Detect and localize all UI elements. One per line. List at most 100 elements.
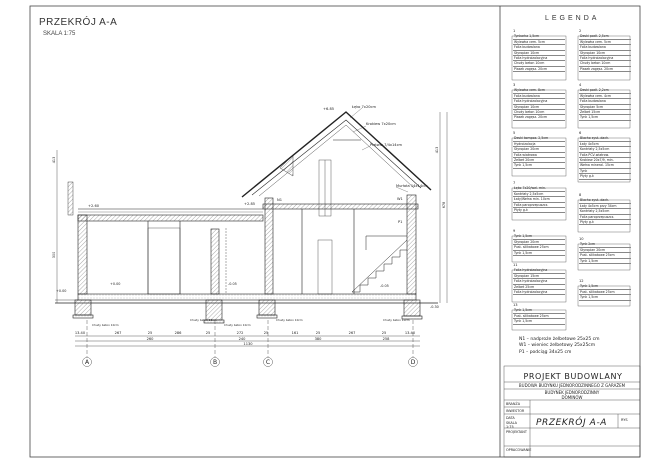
legend-item-line: Folia budowlana: [579, 99, 631, 105]
project-title: PROJEKT BUDOWLANY: [523, 372, 623, 381]
legend-item-number: 10: [579, 237, 584, 241]
legend-item-number: 7: [513, 181, 516, 185]
note: N1 – nadproże żelbetowe 25x25 cm: [519, 337, 600, 342]
legend-item-line: Deski kompoz. 2,5cm: [513, 136, 565, 142]
label-skala: SKALA: [506, 421, 517, 425]
svg-text:13.40: 13.40: [405, 331, 416, 335]
svg-text:Krokiew 7x20cm: Krokiew 7x20cm: [366, 122, 396, 126]
legend-item-line: Styropian 5cm: [579, 105, 631, 111]
svg-text:260: 260: [147, 337, 155, 341]
level-labels: +0.00 +0.00 -0.05 -0.05 -0.30: [56, 282, 439, 309]
legend-item-line: Blacho syst.-dach.: [579, 198, 631, 204]
label-branza: BRANŻA: [506, 402, 521, 406]
scale-value: 1:75: [506, 425, 514, 429]
svg-text:Chudy beton 10cm: Chudy beton 10cm: [190, 318, 217, 322]
svg-text:678: 678: [442, 202, 446, 208]
axis-labels: A B C D: [85, 359, 416, 366]
legend-item-line: Łaty/Wełna min. 10cm: [513, 197, 565, 203]
legend-item-line: Deski podł. 2,2cm: [579, 88, 631, 94]
legend-item-number: 5: [513, 131, 516, 135]
svg-text:+6.85: +6.85: [323, 107, 334, 111]
legend-item-line: Płyty g-k: [579, 174, 631, 180]
attic-floor-slab: [262, 203, 419, 210]
legend-item-line: Łaty 4x5cm: [579, 142, 631, 148]
note: P1 – podciąg 34x25 cm: [519, 349, 572, 355]
legend-item-line: Tynk 1,5cm: [513, 319, 565, 325]
legend-item-number: 4: [579, 83, 582, 87]
axis-label: B: [213, 359, 217, 366]
svg-text:13.40: 13.40: [75, 331, 86, 335]
legend-item-line: Tynk 1,5cm: [513, 251, 565, 257]
openings: [147, 159, 333, 295]
legend-item-line: Wełna mineral. 15cm: [579, 163, 631, 169]
legend-item-line: Żelbet 20cm: [513, 158, 565, 164]
legend-item-line: Piasek zagęsz. 20cm: [513, 67, 565, 73]
svg-text:-0.30: -0.30: [430, 305, 439, 309]
legend-item-line: Wylewka cem. 4cm: [579, 94, 631, 100]
svg-text:300: 300: [52, 252, 56, 258]
legend-item-line: Tynk 1,5cm: [579, 115, 631, 121]
svg-text:W1: W1: [397, 197, 403, 201]
svg-text:25: 25: [148, 331, 153, 335]
legend-item-line: Pust. silikatowe 25cm: [579, 290, 631, 296]
legend-item-line: Folia paroprzepuszcz.: [579, 215, 631, 221]
dimension-lines: [56, 112, 448, 347]
legend-item-line: Tynk 2cm: [579, 242, 631, 248]
svg-text:Chudy beton 10cm: Chudy beton 10cm: [276, 318, 303, 322]
legend-item-line: Żelbet 15cm: [579, 110, 631, 116]
svg-text:25: 25: [264, 331, 269, 335]
axis-label: D: [411, 359, 416, 366]
legend-item-line: Kontrłaty 2,5x5cm: [513, 192, 565, 198]
legend-item-line: Styropian 15cm: [513, 274, 565, 280]
dimension-texts: 13.40 267 25 286 25 272 25 161 25 267 25…: [75, 331, 416, 346]
svg-text:272: 272: [237, 331, 244, 335]
title-block: [503, 365, 641, 458]
legend-boxes: [511, 35, 631, 331]
legend-item-line: Folia paroprzepuszcz.: [513, 203, 565, 209]
legend-item-line: Styropian 20cm: [579, 248, 631, 254]
note: W1 – wieniec żelbetowy 25x25cm: [519, 343, 596, 349]
svg-text:Chudy beton 10cm: Chudy beton 10cm: [383, 318, 410, 322]
legend-item-line: Styropian 10cm: [513, 51, 565, 57]
svg-text:413: 413: [435, 147, 439, 153]
legend-item-line: Tynk 1,5cm: [579, 259, 631, 265]
legend-item-line: Łęko 7x20/wel. min.: [513, 186, 565, 192]
legend-item-line: Styropian 20cm: [513, 147, 565, 153]
legend-item-line: Krokiew 20x7/9, min.: [579, 158, 631, 164]
drawing-title: PRZEKRÓJ A-A: [536, 418, 608, 428]
svg-text:-0.05: -0.05: [228, 282, 237, 286]
legend-item-number: 2: [579, 29, 582, 33]
legend-item-line: Tynk 1,5cm: [579, 295, 631, 301]
legend-item-line: Folia hydroizolacyjna: [579, 56, 631, 62]
svg-text:240: 240: [239, 337, 247, 341]
legend-item-number: 8: [579, 193, 582, 197]
legend-item-line: Folia hydroizolacyjna: [513, 279, 565, 285]
legend-item-line: Folia budowlana: [579, 45, 631, 51]
legend-item-line: Łaty 4x5cm przy 34cm: [579, 204, 631, 210]
svg-text:-0.05: -0.05: [380, 284, 389, 288]
legend-item-line: Folia hydroizolacyjna: [513, 268, 565, 274]
legend-item-number: 11: [513, 263, 518, 267]
foundation-labels: Chudy beton 10cm Chudy beton 10cm Chudy …: [92, 318, 410, 327]
legend-item-line: Piasek zagęsz. 20cm: [513, 115, 565, 121]
label-data: DATA: [506, 416, 515, 420]
legend-item-line: Kontrłaty 2,5x5cm: [579, 147, 631, 153]
label-projektant: PROJEKTANT: [506, 430, 527, 434]
legend-item-line: Tynk: [579, 169, 631, 175]
svg-text:+0.00: +0.00: [56, 289, 66, 293]
legend-item-line: Folia hydroizolacyjna: [513, 99, 565, 105]
svg-text:267: 267: [349, 331, 356, 335]
location: DOMINÓW: [561, 395, 583, 400]
legend-item-line: Folia budowlana: [513, 94, 565, 100]
svg-text:380: 380: [315, 337, 323, 341]
foundations: [72, 299, 423, 324]
legend-item-line: Chudy beton 10cm: [513, 110, 565, 116]
